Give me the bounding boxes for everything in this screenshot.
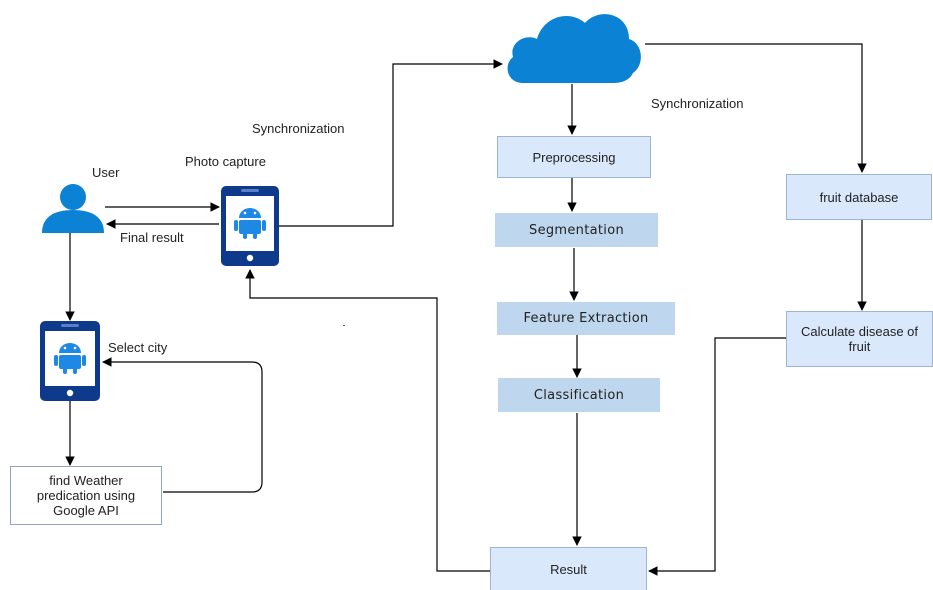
weather-to-select-city-arrow	[102, 357, 263, 493]
calculate-disease-box: Calculate disease of fruit	[786, 311, 933, 367]
weather-prediction-box: find Weather predication using Google AP…	[10, 466, 162, 525]
android-phone-icon	[40, 321, 100, 401]
fruit-database-box: fruit database	[786, 174, 932, 220]
cloud-icon	[507, 14, 641, 83]
final-result-label: Final result	[120, 230, 184, 245]
result-box: Result	[490, 547, 647, 590]
stray-dot	[343, 325, 345, 326]
feature-extraction-box: Feature Extraction	[497, 302, 675, 335]
phone-to-cloud-arrow	[279, 59, 503, 227]
user-label: User	[92, 165, 120, 180]
preprocessing-box: Preprocessing	[497, 136, 651, 178]
result-to-phone-arrow	[245, 269, 490, 572]
select-city-label: Select city	[108, 340, 168, 355]
synchronization-label-left: Synchronization	[252, 121, 345, 136]
synchronization-label-right: Synchronization	[651, 96, 744, 111]
photo-capture-label: Photo capture	[185, 154, 266, 169]
cloud-to-database-arrow	[645, 43, 867, 173]
user-icon	[42, 184, 104, 233]
android-phone-icon	[221, 186, 279, 266]
classification-box: Classification	[498, 378, 660, 412]
calculate-to-result-arrow	[648, 337, 786, 576]
segmentation-box: Segmentation	[495, 213, 658, 247]
